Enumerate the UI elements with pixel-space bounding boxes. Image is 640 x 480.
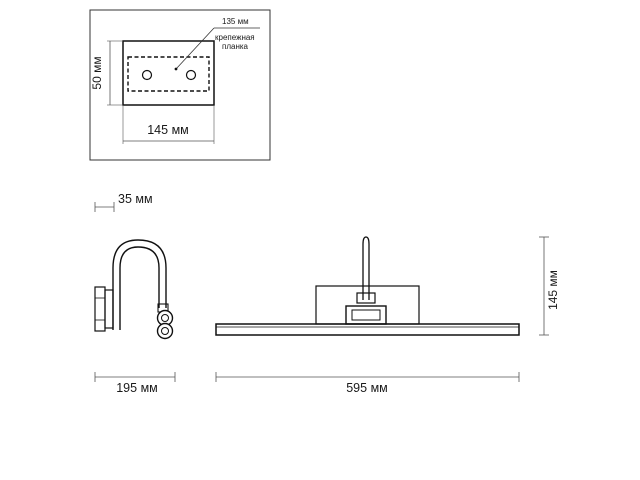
bracket-width-label: 135 мм (222, 17, 249, 26)
plate-width-label: 145 мм (147, 123, 189, 137)
bracket-caption-line1: крепежная (215, 33, 255, 42)
detail-frame (89, 9, 271, 161)
front-view: 595 мм 145 мм (215, 236, 560, 395)
front-arm-collar (356, 292, 376, 304)
side-lamp-head-lower (156, 322, 174, 340)
bracket-leader-line (175, 27, 215, 70)
side-view: 35 мм 195 мм (94, 192, 176, 395)
side-lamp-head-upper-core (161, 314, 169, 322)
front-hub-inner (351, 309, 381, 321)
height-label: 145 мм (546, 270, 560, 310)
mounting-bracket (127, 56, 210, 92)
width-label: 595 мм (346, 381, 388, 395)
bracket-caption-line2: планка (222, 42, 249, 51)
mount-plate (122, 40, 215, 106)
front-lamp-bar (215, 323, 520, 336)
side-wall-bracket (104, 289, 114, 329)
side-arm-outer (112, 239, 167, 330)
screw-hole-right (185, 69, 197, 81)
plate-height-label: 50 мм (90, 56, 104, 89)
arm-offset-label: 35 мм (118, 192, 153, 206)
side-wall-plate (94, 286, 106, 332)
mount-plate-detail: 135 мм крепежная планка 50 мм 145 мм (89, 9, 271, 161)
screw-hole-left (141, 69, 153, 81)
depth-label: 195 мм (116, 381, 158, 395)
front-arm-rod (362, 236, 370, 300)
bracket-leader-dot (174, 67, 178, 71)
side-lamp-head-lower-core (161, 327, 169, 335)
side-arm-inner (119, 246, 160, 330)
front-wall-plate (315, 285, 420, 325)
